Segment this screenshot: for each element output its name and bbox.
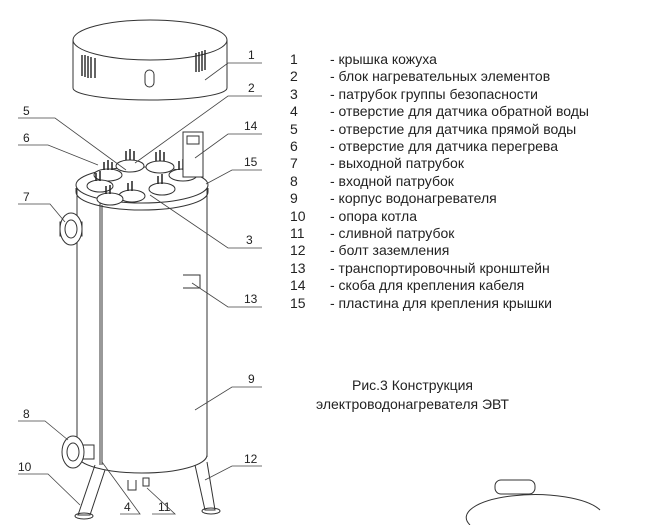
legend-row: 11- сливной патрубок (290, 225, 455, 242)
callout-12: 12 (244, 452, 258, 466)
callout-15: 15 (244, 155, 258, 169)
callout-5: 5 (23, 104, 30, 118)
legend-row: 7- выходной патрубок (290, 155, 464, 172)
callout-3: 3 (246, 233, 253, 247)
callout-1: 1 (248, 48, 255, 62)
callout-8: 8 (23, 407, 30, 421)
tank (75, 131, 209, 474)
callout-10: 10 (18, 460, 32, 474)
callout-14: 14 (244, 119, 258, 133)
callout-4: 4 (124, 500, 131, 514)
legs (74, 461, 221, 520)
outlet-pipe-7 (59, 212, 83, 246)
inlet-pipe-8 (61, 435, 95, 469)
legend-row: 5- отверстие для датчика прямой воды (290, 120, 577, 137)
legend-row: 15- пластина для крепления крышки (290, 294, 552, 311)
callout-2: 2 (248, 81, 255, 95)
legend-row: 6- отверстие для датчика перегрева (290, 138, 558, 155)
legend-row: 4- отверстие для датчика обратной воды (290, 103, 589, 120)
legend-row: 2- блок нагревательных элементов (290, 68, 551, 85)
legend-row: 1- крышка кожуха (290, 51, 437, 67)
legend-row: 9- корпус водонагревателя (290, 190, 497, 207)
legend-row: 13- транспортировочный кронштейн (290, 259, 550, 276)
callout-7: 7 (23, 190, 30, 204)
legend-row: 3- патрубок группы безопасности (290, 85, 538, 102)
partial-drawing (465, 479, 601, 525)
legend-row: 14- скоба для крепления кабеля (290, 277, 525, 294)
callout-11: 11 (158, 500, 171, 514)
callout-13: 13 (244, 292, 258, 306)
parts-legend: 1- крышка кожуха 2- блок нагревательных … (290, 51, 589, 312)
figure-caption: Рис.3 Конструкция электроводонагревателя… (316, 377, 509, 412)
legend-row: 10- опора котла (290, 207, 417, 224)
callout-6: 6 (23, 131, 30, 145)
cover (72, 19, 228, 101)
leader-lines (18, 62, 262, 515)
legend-row: 8- входной патрубок (290, 172, 454, 189)
legend-row: 12- болт заземления (290, 242, 450, 259)
callout-9: 9 (248, 372, 255, 386)
